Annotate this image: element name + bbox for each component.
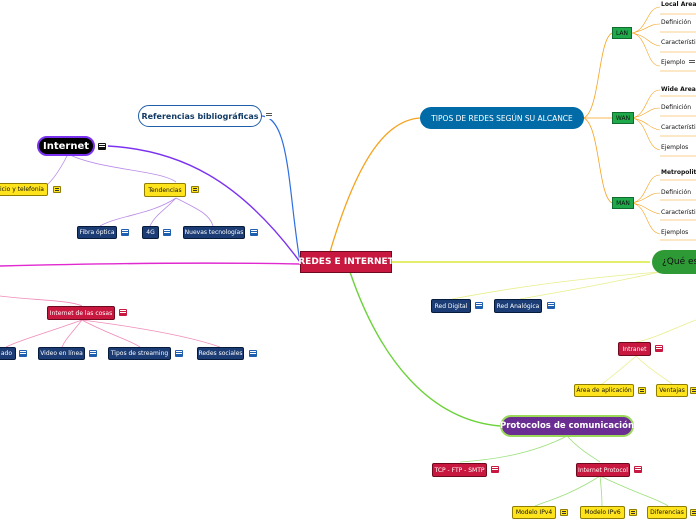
area-aplicacion-node[interactable]: Área de aplicación — [574, 384, 634, 397]
tendencias-node[interactable]: Tendencias — [144, 183, 186, 197]
lan-item[interactable]: Ejemplo — [661, 58, 686, 66]
link-nuevas — [175, 197, 214, 227]
link-redes — [81, 319, 221, 348]
wan-item[interactable]: Característic — [661, 123, 696, 131]
link-left-edge — [0, 262, 301, 267]
link-analogica — [519, 271, 661, 300]
link-tcp — [459, 435, 568, 463]
link-area — [601, 355, 637, 385]
notes-icon[interactable] — [688, 59, 696, 66]
link-diferencias — [599, 475, 669, 507]
lan-node[interactable]: LAN — [612, 27, 632, 39]
4g-node[interactable]: 4G — [142, 226, 159, 239]
link-streaming — [81, 319, 141, 348]
link-fibra — [99, 197, 177, 227]
link-intranet — [635, 319, 696, 343]
wan-item[interactable]: Ejemplos — [661, 143, 689, 151]
protocolos-topic[interactable]: Protocolos de comunicación — [500, 415, 634, 437]
link-ventajas — [635, 355, 673, 385]
notes-icon[interactable] — [119, 309, 127, 316]
man-item[interactable]: Definición — [661, 188, 691, 196]
central-topic[interactable]: REDES E INTERNET — [298, 251, 394, 273]
man-underlines — [660, 179, 696, 241]
notes-icon[interactable] — [249, 350, 257, 357]
man-item[interactable]: Ejemplos — [661, 228, 689, 236]
notes-icon[interactable] — [560, 509, 568, 516]
link-man — [583, 117, 613, 204]
link-ado — [5, 319, 83, 348]
link-4g — [149, 197, 177, 227]
notes-icon[interactable] — [690, 509, 696, 516]
que-es-topic[interactable]: ¿Qué es — [652, 250, 696, 274]
modelo-ipv4-node[interactable]: Modelo IPv4 — [512, 506, 556, 519]
iot-left-node[interactable]: ado — [0, 347, 16, 360]
notes-icon[interactable] — [638, 387, 646, 394]
notes-icon[interactable] — [121, 229, 129, 236]
wan-item[interactable]: Wide Area N — [661, 85, 696, 93]
nuevas-tecnologias-node[interactable]: Nuevas tecnologías — [183, 226, 245, 239]
link-iot — [0, 295, 83, 307]
references-topic[interactable]: Referencias bibliográficas — [138, 105, 262, 127]
notes-icon[interactable] — [163, 229, 171, 236]
tcp-ftp-smtp-node[interactable]: TCP - FTP - SMTP — [432, 463, 487, 477]
notes-icon[interactable] — [491, 466, 499, 473]
internet-de-las-cosas-node[interactable]: Internet de las cosas — [47, 306, 115, 320]
intranet-node[interactable]: Intranet — [618, 342, 651, 356]
notes-icon[interactable] — [98, 143, 106, 150]
link-ip — [566, 435, 601, 463]
lan-item[interactable]: Local Area N — [661, 0, 696, 8]
link-ipv4 — [534, 475, 601, 507]
notes-icon[interactable] — [53, 186, 61, 193]
lan-fan — [631, 6, 661, 67]
link-protocolos — [349, 271, 501, 427]
wan-underlines — [660, 95, 696, 157]
wan-fan — [631, 89, 661, 151]
man-item[interactable]: Metropolita — [661, 168, 696, 176]
link-lan — [583, 32, 613, 119]
man-item[interactable]: Característic — [661, 208, 696, 216]
lan-item[interactable]: Definición — [661, 18, 691, 26]
internet-topic[interactable]: Internet — [37, 136, 95, 156]
notes-icon[interactable] — [690, 387, 696, 394]
video-en-linea-node[interactable]: Video en línea — [38, 347, 85, 360]
wan-item[interactable]: Definición — [661, 103, 691, 111]
tipos-streaming-node[interactable]: Tipos de streaming — [108, 347, 171, 360]
notes-icon[interactable] — [634, 466, 642, 473]
notes-icon[interactable] — [175, 350, 183, 357]
servicio-telefonia-node[interactable]: rvicio y telefonía — [0, 183, 48, 196]
lan-underlines — [660, 13, 696, 72]
link-internet — [107, 145, 301, 263]
notes-icon[interactable] — [655, 345, 663, 352]
notes-icon[interactable] — [191, 186, 199, 193]
notes-icon[interactable] — [265, 112, 273, 119]
modelo-ipv6-node[interactable]: Modelo IPv6 — [580, 506, 625, 519]
notes-icon[interactable] — [19, 350, 27, 357]
fibra-optica-node[interactable]: Fibra óptica — [77, 226, 117, 239]
diferencias-node[interactable]: Diferencias — [647, 506, 687, 519]
notes-icon[interactable] — [475, 302, 483, 309]
link-digital — [451, 271, 661, 300]
notes-icon[interactable] — [547, 302, 555, 309]
notes-icon[interactable] — [89, 350, 97, 357]
red-analogica-node[interactable]: Red Analógica — [494, 299, 542, 313]
notes-icon[interactable] — [629, 509, 637, 516]
red-digital-node[interactable]: Red Digital — [431, 299, 471, 313]
link-tendencias — [67, 153, 177, 183]
ventajas-node[interactable]: Ventajas — [656, 384, 688, 397]
link-video — [61, 319, 83, 348]
redes-sociales-node[interactable]: Redes sociales — [197, 347, 244, 360]
notes-icon[interactable] — [250, 229, 258, 236]
lan-item[interactable]: Característic — [661, 38, 696, 46]
link-ipv6 — [599, 475, 603, 507]
link-tipos — [329, 117, 421, 253]
man-node[interactable]: MAN — [612, 197, 634, 209]
link-refs — [261, 115, 301, 263]
wan-node[interactable]: WAN — [612, 112, 634, 124]
man-fan — [631, 174, 661, 235]
internet-protocol-node[interactable]: Internet Protocol — [576, 463, 630, 477]
tipos-redes-topic[interactable]: TIPOS DE REDES SEGÚN SU ALCANCE — [420, 107, 584, 129]
